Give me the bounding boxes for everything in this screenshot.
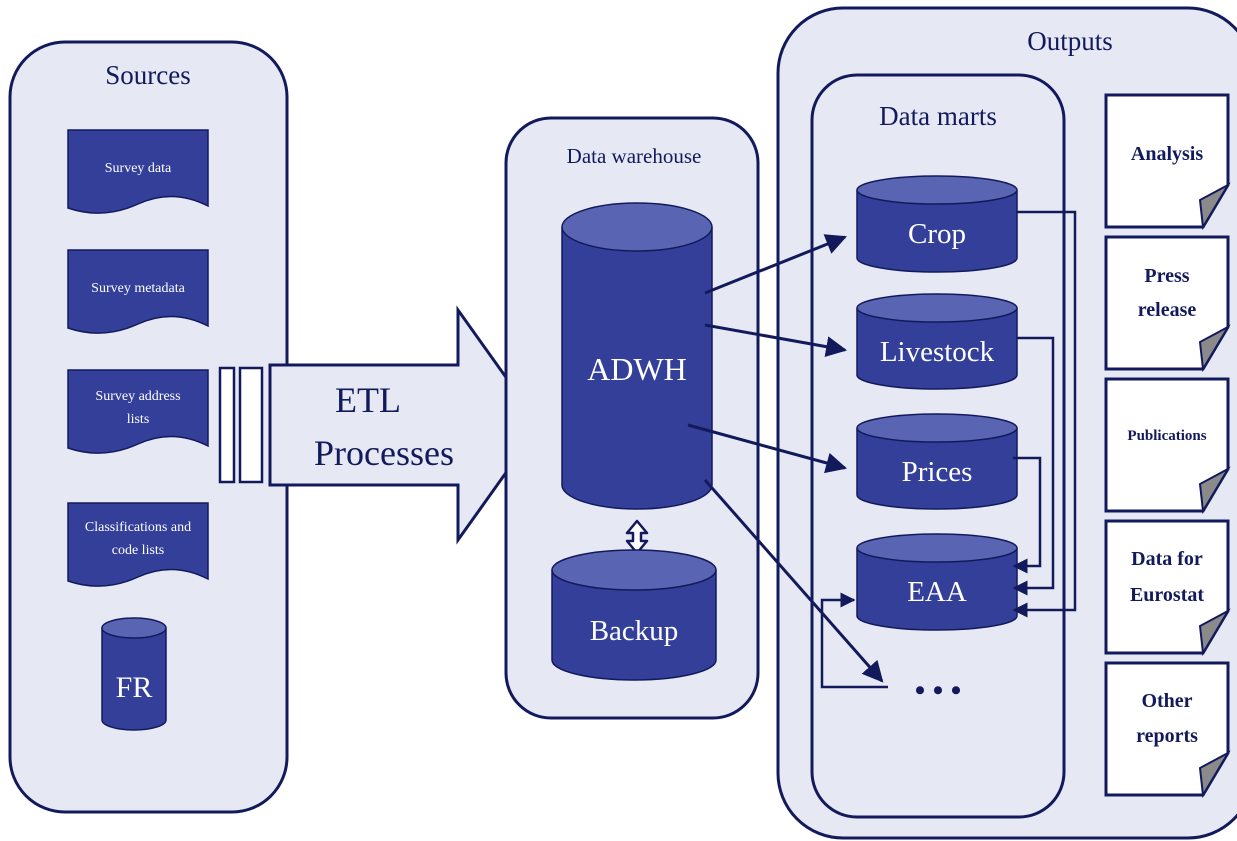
etl-bar: [218, 366, 236, 484]
document-label-line-2: code lists: [112, 543, 165, 558]
etl-arrow: ETL Processes: [218, 305, 542, 545]
report-press-release: Press release: [1104, 235, 1231, 373]
fr-database-icon: FR: [101, 617, 167, 731]
arrow-adwh-to-livestock: [704, 323, 848, 358]
adwh-database-icon: ADWH: [561, 202, 713, 510]
document-label-line-1: Classifications and: [85, 520, 191, 535]
source-document-survey-metadata: Survey metadata: [67, 249, 209, 334]
adwh-label: ADWH: [587, 351, 687, 387]
sources-panel: Sources Survey data Survey metadata Surv…: [8, 40, 289, 814]
arrow-adwh-to-more: [703, 479, 884, 683]
report-label-line-1: Press: [1144, 265, 1189, 287]
arrow-livestock-to-eaa: [1012, 336, 1055, 596]
data-marts-panel: Data marts Crop Livestock Prices: [810, 73, 1066, 819]
etl-label-line-2: Processes: [314, 433, 454, 473]
data-mart-livestock: Livestock: [856, 293, 1018, 390]
etl-bar: [238, 366, 264, 484]
report-publications: Publications: [1104, 377, 1231, 515]
data-mart-crop: Crop: [856, 175, 1018, 273]
data-marts-title: Data marts: [879, 101, 997, 131]
arrow-crop-to-eaa: [1012, 210, 1077, 618]
data-mart-prices: Prices: [856, 413, 1018, 510]
data-mart-label: EAA: [907, 576, 967, 608]
document-label-line-1: Survey address: [95, 389, 180, 404]
report-label-line-1: Data for: [1131, 548, 1203, 570]
connectors: [687, 210, 1077, 689]
report-label-line-2: release: [1138, 299, 1197, 321]
data-mart-label: Livestock: [880, 336, 995, 368]
data-mart-label: Prices: [902, 456, 973, 488]
outputs-panel: Outputs Data marts Crop Livestock Prices: [776, 6, 1237, 840]
outputs-title: Outputs: [1027, 26, 1113, 56]
report-other-reports: Other reports: [1104, 661, 1231, 799]
etl-label-line-1: ETL: [335, 380, 401, 420]
backup-label: Backup: [590, 615, 679, 647]
data-warehouse-panel: Data warehouse ADWH Backup: [504, 116, 760, 720]
arrow-prices-to-eaa: [1012, 456, 1042, 574]
report-label-line-2: reports: [1136, 725, 1198, 747]
arrow-adwh-to-prices: [687, 423, 848, 474]
report-analysis: Analysis: [1104, 93, 1231, 231]
document-label-line-2: lists: [127, 412, 150, 427]
report-label-line-1: Other: [1141, 690, 1192, 712]
backup-database-icon: Backup: [551, 549, 717, 681]
data-mart-eaa: EAA: [856, 533, 1018, 631]
source-document-survey-data: Survey data: [67, 129, 209, 214]
document-label: Survey metadata: [91, 281, 185, 296]
report-label: Publications: [1127, 428, 1206, 444]
report-label-line-2: Eurostat: [1130, 584, 1204, 606]
fr-label: FR: [116, 671, 153, 704]
data-mart-label: Crop: [908, 218, 966, 250]
arrow-adwh-to-crop: [704, 234, 847, 295]
report-label: Analysis: [1131, 143, 1203, 165]
arrow-more-to-eaa: [820, 592, 888, 689]
report-data-for-eurostat: Data for Eurostat: [1104, 519, 1231, 657]
sources-title: Sources: [105, 60, 190, 90]
more-data-marts-ellipsis: • • •: [915, 674, 962, 707]
data-warehouse-title: Data warehouse: [567, 144, 702, 168]
document-label: Survey data: [105, 161, 172, 176]
source-document-classifications: Classifications and code lists: [67, 502, 209, 587]
source-document-survey-address-lists: Survey address lists: [67, 369, 209, 454]
